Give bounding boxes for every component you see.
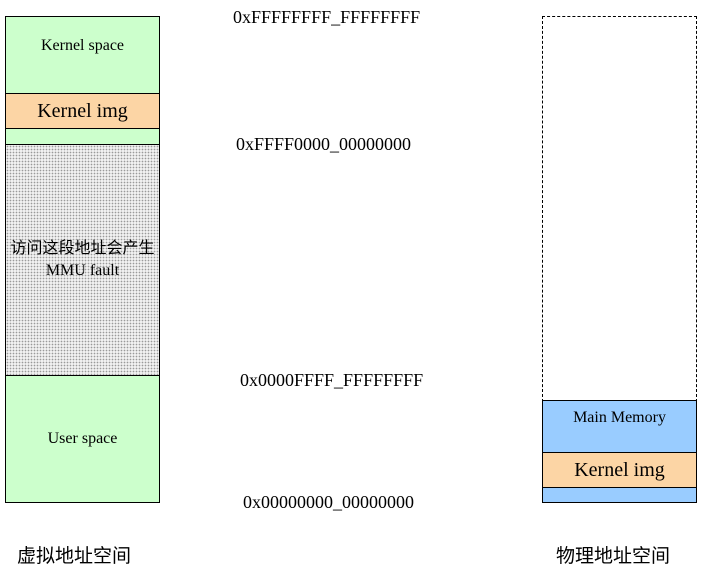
kernel-space-label: Kernel space [40, 37, 125, 54]
virtual-kernel-img: Kernel img [5, 93, 160, 129]
address-bottom: 0x00000000_00000000 [243, 492, 414, 512]
physical-address-space-title: 物理地址空间 [556, 546, 671, 567]
main-memory-label: Main Memory [573, 409, 666, 426]
mmu-fault-region: 访问这段地址会产生MMU fault [5, 144, 160, 376]
mmu-fault-label: 访问这段地址会产生MMU fault [10, 240, 155, 279]
address-user-end: 0x0000FFFF_FFFFFFFF [240, 370, 424, 390]
user-space: User space [5, 375, 160, 503]
address-kernel-start: 0xFFFF0000_00000000 [236, 134, 412, 154]
virtual-kernel-space-bottom [5, 128, 160, 145]
address-top: 0xFFFFFFFF_FFFFFFFF [233, 7, 421, 27]
physical-unmapped-dashed-region [542, 16, 697, 402]
physical-kernel-img: Kernel img [542, 452, 697, 488]
virtual-kernel-space-top: Kernel space [5, 16, 160, 94]
virtual-address-space-title: 虚拟地址空间 [17, 546, 132, 567]
